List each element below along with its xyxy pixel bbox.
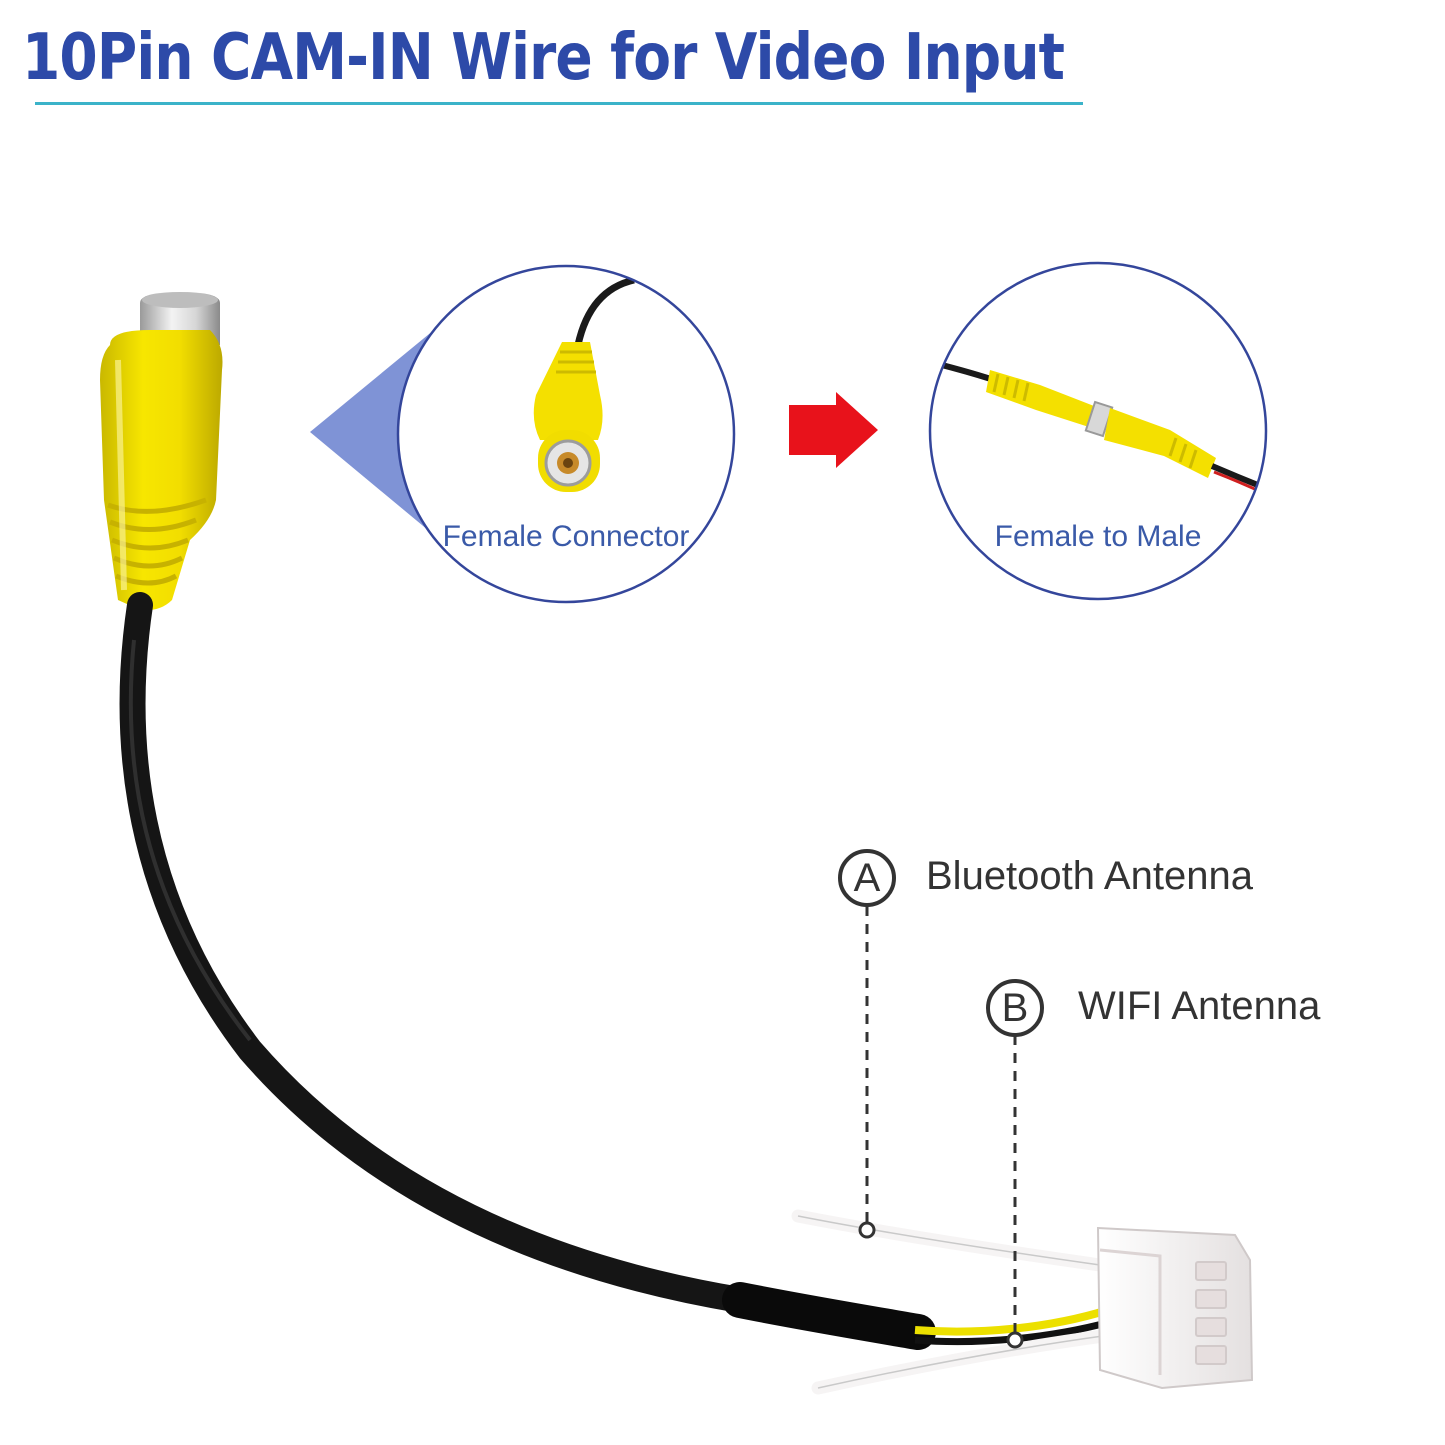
- 10pin-plug: [1096, 1226, 1254, 1390]
- rca-female-connector: [100, 292, 223, 611]
- red-right-arrow-icon: [789, 392, 878, 468]
- heat-shrink: [722, 1282, 936, 1350]
- marker-b-letter: B: [1001, 986, 1029, 1030]
- title-underline: [35, 102, 1083, 105]
- female-connector-caption: Female Connector: [442, 520, 690, 553]
- female-connector-detail: [396, 264, 736, 604]
- bluetooth-antenna-label: Bluetooth Antenna: [926, 854, 1253, 898]
- marker-a-circle: [838, 849, 896, 907]
- marker-a-letter: A: [853, 856, 881, 900]
- page-title: 10Pin CAM-IN Wire for Video Input: [22, 21, 1065, 95]
- female-to-male-caption: Female to Male: [994, 520, 1202, 553]
- wifi-antenna-label: WIFI Antenna: [1078, 984, 1321, 1028]
- bluetooth-antenna-wire: [791, 1209, 1107, 1272]
- female-to-male-detail: [928, 261, 1268, 601]
- marker-b-circle: [986, 979, 1044, 1037]
